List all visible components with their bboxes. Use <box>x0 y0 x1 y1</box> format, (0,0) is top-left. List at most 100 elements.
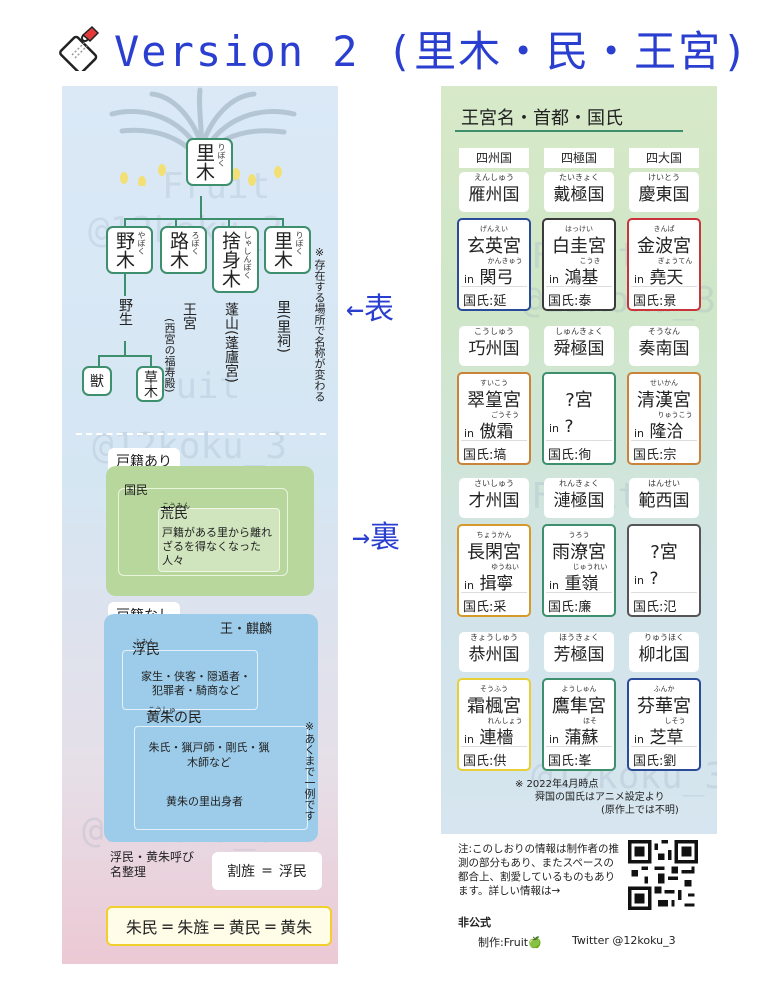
kingdom-card: たいきょく戴極国 <box>544 172 614 212</box>
front-arrow: ←表 <box>346 292 395 327</box>
equals-sign: = <box>263 916 278 936</box>
kingdom-ruby: ほうきょく <box>559 633 599 642</box>
label-palace-sub: (西宮の福寿殿) <box>163 318 176 393</box>
right-panel: Fruit @12koku_3 Fruit @12koku_3 王宮名・首都・国… <box>441 86 717 834</box>
section-divider <box>76 433 326 435</box>
palace-ruby: はっけい <box>565 225 593 233</box>
card-divider <box>546 286 612 287</box>
capital-line: in 連檣 <box>464 723 513 748</box>
clan-name: 国氏:劉 <box>633 754 677 769</box>
kingdom-card: えんしゅう雁州国 <box>459 172 529 212</box>
palace-ruby: げんえい <box>480 225 508 233</box>
palace-ruby: そうふう <box>480 685 508 693</box>
equation-term: 朱民 <box>125 918 158 937</box>
original-unknown-note: (原作上では不明) <box>601 805 679 816</box>
capital-ruby: こうき <box>579 257 601 265</box>
equation-term: 割旌 <box>227 864 256 880</box>
in-label: in <box>464 579 475 592</box>
capital-ruby: りゅうこう <box>657 411 693 419</box>
kingdom-ruby: えんしゅう <box>474 173 514 182</box>
page-header: Version 2 (里木・民・王宮) <box>58 20 747 76</box>
king-kirin-label: 王・麒麟 <box>220 622 273 637</box>
kingdom-name: 慶東国 <box>638 185 690 205</box>
capital-line: in 揖寧 <box>464 569 513 594</box>
koumin-frame <box>158 508 280 572</box>
koseki-nashi-block <box>104 614 318 842</box>
disclaimer-note: 注:このしおりの情報は制作者の推測の部分もあり、またスペースの都合上、割愛してい… <box>458 843 620 897</box>
in-label: in <box>464 733 475 746</box>
capital-ruby: しそう <box>664 717 686 725</box>
palace-name: 芬華宮 <box>637 696 691 717</box>
in-label: in <box>464 273 475 286</box>
in-label: in <box>549 579 560 592</box>
capital-line: in 芝草 <box>634 723 683 748</box>
fumin-label: 浮民 <box>132 642 160 658</box>
tree-leaf-plants: 草木 <box>136 366 164 402</box>
capital-line: in 蒲蘇 <box>549 723 598 748</box>
card-divider <box>461 286 527 287</box>
tree-root-ruby: りぼく <box>217 143 226 167</box>
card-divider <box>631 440 697 441</box>
palace-name: 翠篁宮 <box>467 390 521 411</box>
capital-name: 堯天 <box>649 268 684 288</box>
capital-line: in 傲霜 <box>464 417 513 442</box>
card-divider <box>546 746 612 747</box>
palace-ruby: うろう <box>568 531 590 539</box>
palace-name: 玄英宮 <box>467 236 521 257</box>
tree-node-yaboku: 野木 やぼく <box>106 226 153 274</box>
palace-name: 霜楓宮 <box>467 696 521 717</box>
kingdom-ruby: きょうしゅう <box>470 633 518 642</box>
shun-note: 舜国の国氏はアニメ設定より <box>535 792 665 803</box>
kingdom-ruby: りゅうほく <box>644 633 684 642</box>
kingdom-name: 戴極国 <box>553 185 605 205</box>
palace-ruby: ちょうかん <box>476 531 512 539</box>
clan-name: 国氏:供 <box>463 754 507 769</box>
koushu-frame <box>134 726 308 830</box>
palace-ruby: きんぱ <box>653 225 675 233</box>
capital-name: 重嶺 <box>564 574 599 594</box>
palace-ruby: ようしゅん <box>561 685 597 693</box>
fumin-frame <box>122 650 258 710</box>
palace-name: 清漢宮 <box>637 390 691 411</box>
author-credit: 制作:Fruit🍏 <box>478 936 542 949</box>
kingdom-ruby: しゅんきょく <box>555 327 603 336</box>
kingdom-name: 漣極国 <box>553 491 605 511</box>
label-yasei: 野生 <box>117 298 133 326</box>
in-label: in <box>634 574 645 587</box>
tree-node-label: 捨身木 <box>219 231 241 288</box>
twitter-handle[interactable]: Twitter @12koku_3 <box>572 934 676 947</box>
palace-name: ?宮 <box>565 390 593 411</box>
capital-ruby: ほそ <box>583 717 597 725</box>
page-title: Version 2 (里木・民・王宮) <box>114 26 750 76</box>
in-label: in <box>634 733 645 746</box>
qr-code[interactable] <box>628 840 698 910</box>
palace-ruby: せいかん <box>650 379 678 387</box>
capital-name: 傲霜 <box>479 422 514 442</box>
kingdom-name: 巧州国 <box>468 339 520 359</box>
koumin-label: 荒民 <box>160 506 188 522</box>
palace-name: 鷹隼宮 <box>552 696 606 717</box>
capital-name: 連檣 <box>479 728 514 748</box>
label-houzan: 蓬山(蓬廬宮) <box>223 302 239 383</box>
kingdom-card: そうなん奏南国 <box>629 326 699 366</box>
tree-node-label: 路木 <box>167 231 189 269</box>
clan-name: 国氏:徇 <box>548 448 592 463</box>
equation-term: 黄朱 <box>280 918 313 937</box>
tree-node-roboku: 路木 ろぼく <box>160 226 207 274</box>
kingdom-name: 奏南国 <box>638 339 690 359</box>
in-label: in <box>634 427 645 440</box>
palace-ruby: ふんか <box>653 685 675 693</box>
capital-line: in 隆洽 <box>634 417 683 442</box>
clan-name: 国氏:宗 <box>633 448 677 463</box>
capital-line: in 重嶺 <box>549 569 598 594</box>
card-divider <box>631 746 697 747</box>
card-divider <box>631 286 697 287</box>
tree-leaf-label: 獣 <box>90 374 104 390</box>
equation-term: 浮民 <box>278 864 307 880</box>
clan-name: 国氏:氾 <box>633 600 677 615</box>
kingdom-card: けいとう慶東国 <box>629 172 699 212</box>
